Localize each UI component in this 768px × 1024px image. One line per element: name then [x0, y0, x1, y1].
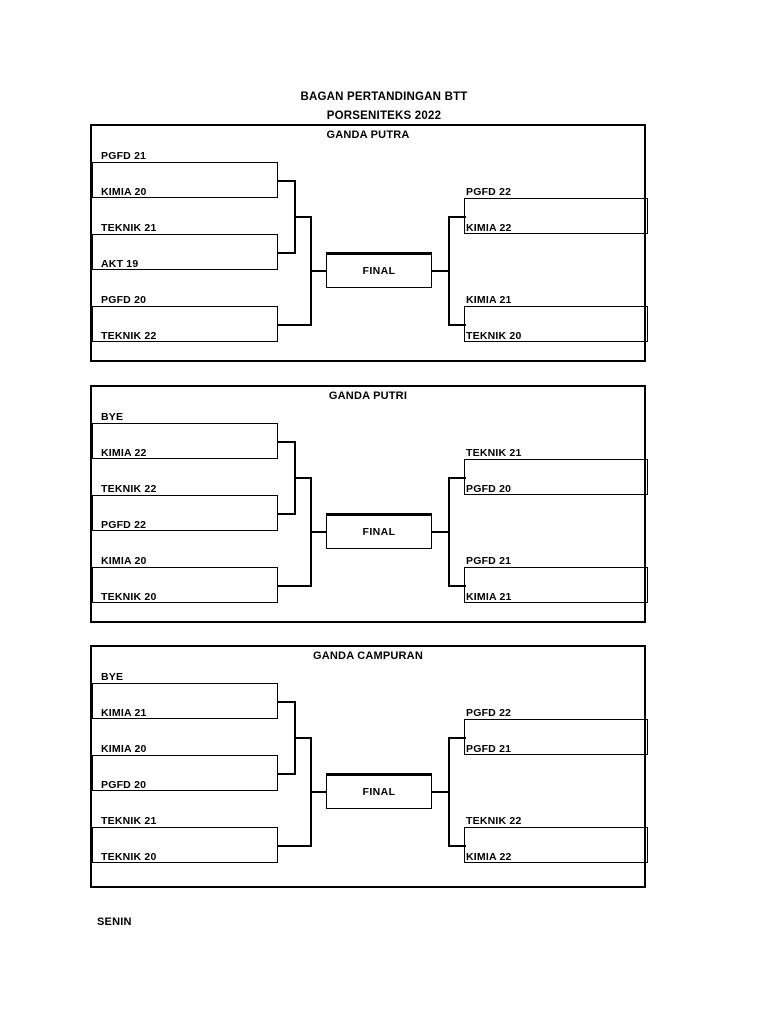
connector-right-1b [448, 845, 466, 847]
match-box-left-1 [92, 683, 278, 719]
connector-right-1b [448, 585, 466, 587]
team-label-right-2: PGFD 20 [466, 483, 512, 495]
bracket-title: GANDA CAMPURAN [313, 650, 423, 662]
team-label-left-1: BYE [101, 411, 124, 423]
bracket-section-ganda-putri: GANDA PUTRI BYE KIMIA 22 TEKNIK 22 PGFD … [90, 385, 648, 623]
match-box-left-3 [92, 306, 278, 342]
connector-left-2a [294, 216, 312, 218]
connector-right-to-final [432, 270, 450, 272]
bracket-canvas: BYE KIMIA 21 KIMIA 20 PGFD 20 TEKNIK 21 … [92, 647, 648, 886]
match-box-right-1 [464, 459, 648, 495]
connector-right-spine [448, 737, 450, 847]
connector-right-1a [448, 216, 466, 218]
team-label-left-6: TEKNIK 22 [101, 330, 157, 342]
connector-left-1a [278, 441, 296, 443]
team-label-left-5: TEKNIK 21 [101, 815, 157, 827]
team-label-left-3: KIMIA 20 [101, 743, 147, 755]
connector-left-2a [294, 737, 312, 739]
connector-left-to-final [310, 270, 328, 272]
bracket-title: GANDA PUTRA [326, 129, 410, 141]
team-label-left-4: AKT 19 [101, 258, 139, 270]
bracket-section-ganda-putra: GANDA PUTRA PGFD 21 KIMIA 20 TEKNIK 21 A… [90, 124, 648, 362]
connector-left-1b [278, 773, 296, 775]
match-box-right-2 [464, 567, 648, 603]
connector-left-1b [278, 252, 296, 254]
match-box-left-2 [92, 495, 278, 531]
team-label-left-2: KIMIA 21 [101, 707, 147, 719]
bracket-title: GANDA PUTRI [328, 390, 408, 402]
team-label-left-6: TEKNIK 20 [101, 851, 157, 863]
team-label-left-3: TEKNIK 21 [101, 222, 157, 234]
final-box: FINAL [326, 513, 432, 549]
team-label-right-3: PGFD 21 [466, 555, 512, 567]
final-box: FINAL [326, 252, 432, 288]
team-label-right-2: KIMIA 22 [466, 222, 512, 234]
connector-right-spine [448, 216, 450, 326]
team-label-left-2: KIMIA 22 [101, 447, 147, 459]
connector-left-2a [294, 477, 312, 479]
connector-left-to-final [310, 531, 328, 533]
match-box-left-2 [92, 234, 278, 270]
connector-right-1b [448, 324, 466, 326]
team-label-left-5: PGFD 20 [101, 294, 147, 306]
connector-left-2b [278, 845, 312, 847]
connector-left-2b [278, 324, 312, 326]
team-label-right-3: KIMIA 21 [466, 294, 512, 306]
match-box-right-2 [464, 827, 648, 863]
team-label-right-3: TEKNIK 22 [466, 815, 522, 827]
team-label-left-1: PGFD 21 [101, 150, 147, 162]
connector-right-to-final [432, 791, 450, 793]
team-label-right-2: PGFD 21 [466, 743, 512, 755]
match-box-right-2 [464, 306, 648, 342]
team-label-right-1: TEKNIK 21 [466, 447, 522, 459]
match-box-right-1 [464, 198, 648, 234]
bracket-canvas: PGFD 21 KIMIA 20 TEKNIK 21 AKT 19 PGFD 2… [92, 126, 648, 360]
team-label-left-4: PGFD 20 [101, 779, 147, 791]
match-box-left-1 [92, 162, 278, 198]
connector-right-1a [448, 477, 466, 479]
team-label-left-2: KIMIA 20 [101, 186, 147, 198]
connector-left-to-final [310, 791, 328, 793]
match-box-right-1 [464, 719, 648, 755]
connector-left-2b [278, 585, 312, 587]
connector-left-1a [278, 701, 296, 703]
team-label-left-5: KIMIA 20 [101, 555, 147, 567]
document-title-line-1: BAGAN PERTANDINGAN BTT [300, 91, 468, 103]
match-box-left-2 [92, 755, 278, 791]
match-box-left-3 [92, 567, 278, 603]
team-label-left-6: TEKNIK 20 [101, 591, 157, 603]
connector-right-spine [448, 477, 450, 587]
team-label-right-4: KIMIA 21 [466, 591, 512, 603]
team-label-right-1: PGFD 22 [466, 186, 512, 198]
connector-left-1a [278, 180, 296, 182]
team-label-left-3: TEKNIK 22 [101, 483, 157, 495]
bracket-section-ganda-campuran: GANDA CAMPURAN BYE KIMIA 21 KIMIA 20 PGF… [90, 645, 648, 888]
connector-right-1a [448, 737, 466, 739]
match-box-left-1 [92, 423, 278, 459]
bracket-canvas: BYE KIMIA 22 TEKNIK 22 PGFD 22 KIMIA 20 … [92, 387, 648, 621]
final-box: FINAL [326, 773, 432, 809]
team-label-left-4: PGFD 22 [101, 519, 147, 531]
team-label-right-4: TEKNIK 20 [466, 330, 522, 342]
match-box-left-3 [92, 827, 278, 863]
connector-left-1b [278, 513, 296, 515]
footer-day-note: SENIN [97, 916, 132, 928]
connector-right-to-final [432, 531, 450, 533]
document-title-line-2: PORSENITEKS 2022 [326, 110, 442, 122]
team-label-left-1: BYE [101, 671, 124, 683]
team-label-right-4: KIMIA 22 [466, 851, 512, 863]
team-label-right-1: PGFD 22 [466, 707, 512, 719]
